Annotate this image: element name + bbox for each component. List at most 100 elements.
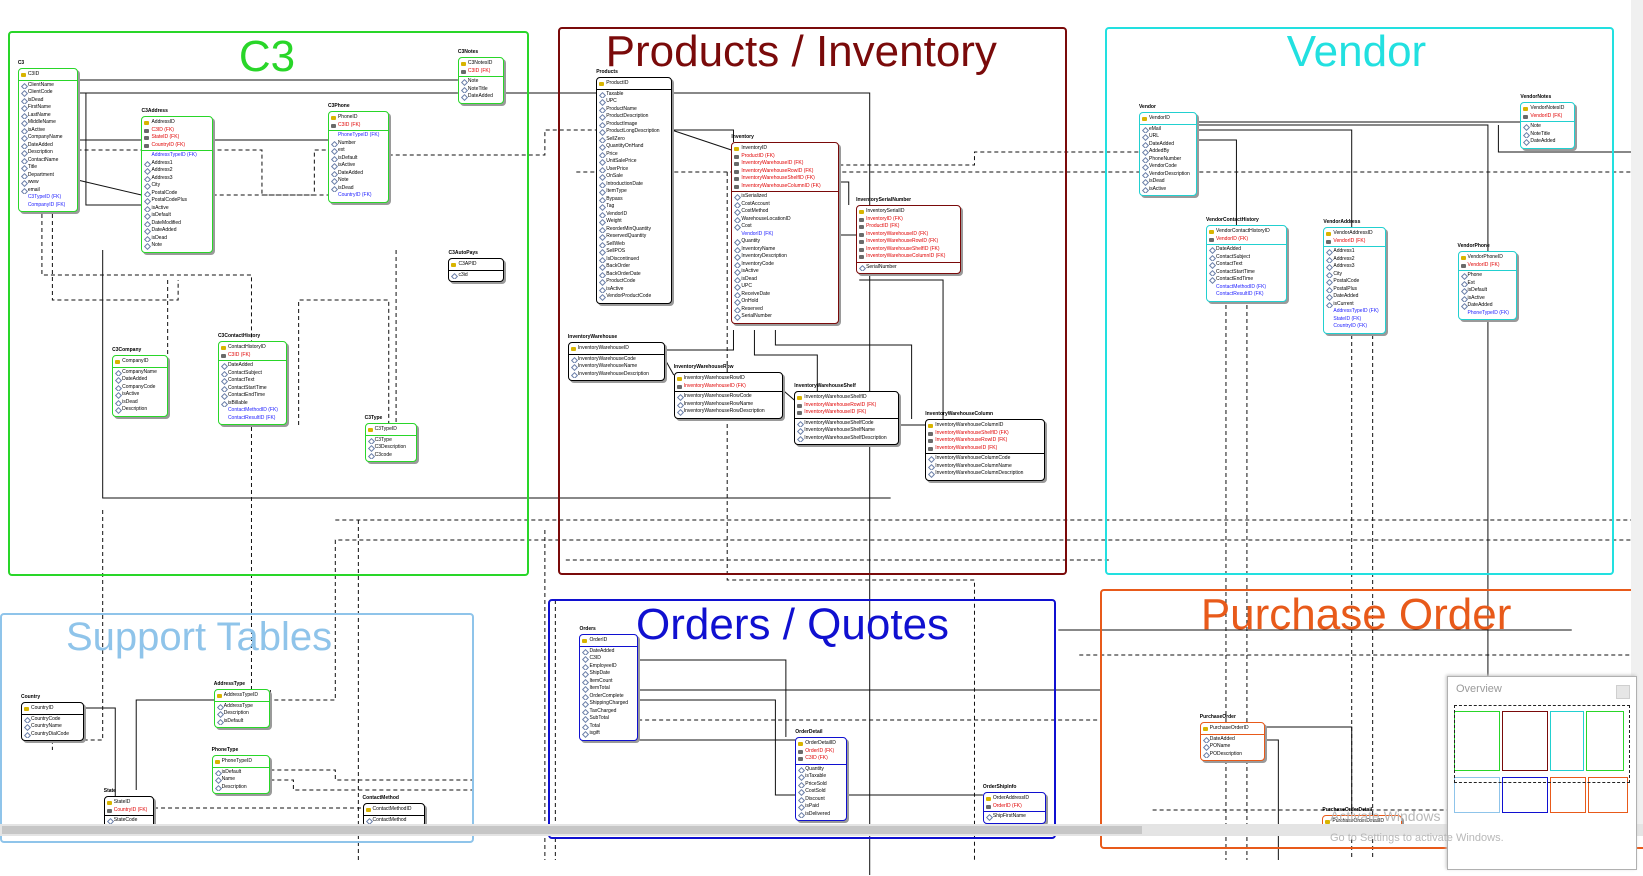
column-row[interactable]: InventoryWarehouseRowID (FK) (795, 402, 898, 410)
column-row[interactable]: Address1 (1324, 248, 1385, 256)
column-row[interactable]: ReorderMinQuantity (597, 226, 670, 233)
column-row[interactable]: AddressType (215, 703, 270, 710)
column-row[interactable]: isActive (142, 205, 211, 212)
relationship-line[interactable] (83, 707, 116, 796)
relationship-line[interactable] (270, 779, 474, 791)
column-row[interactable]: InventoryWarehouseRowID (FK) (857, 238, 960, 246)
column-row[interactable]: EmployeeID (580, 663, 637, 670)
column-row[interactable]: InventoryWarehouseColumnID (926, 422, 1043, 430)
column-row[interactable]: VendorID (FK) (1207, 236, 1286, 244)
column-row[interactable]: ContactMethodID (FK) (1207, 284, 1286, 292)
column-row[interactable]: InventoryWarehouseColumnName (926, 463, 1043, 470)
column-row[interactable]: InventoryID (FK) (857, 216, 960, 224)
column-row[interactable]: Name (213, 776, 270, 784)
column-row[interactable]: C3TypeID (FK) (19, 194, 77, 202)
column-row[interactable]: CompanyName (19, 134, 77, 142)
column-row[interactable]: AddressTypeID (FK) (142, 152, 211, 160)
relationship-line[interactable] (664, 359, 675, 376)
column-row[interactable]: AddressTypeID (215, 692, 270, 700)
column-row[interactable]: DateAdded (580, 648, 637, 655)
column-row[interactable]: CompanyID (113, 358, 167, 366)
column-row[interactable]: ContactMethodID (364, 806, 425, 814)
column-row[interactable]: ProductName (597, 106, 670, 113)
relationship-line[interactable] (1264, 739, 1279, 860)
column-row[interactable]: isDead (329, 185, 388, 192)
relationship-line[interactable] (1497, 125, 1643, 153)
subject-area-vendor[interactable] (1105, 27, 1614, 575)
relationship-line[interactable] (1196, 139, 1237, 225)
column-row[interactable]: ClientCode (19, 89, 77, 97)
column-row[interactable]: InventorySerialID (857, 208, 960, 216)
column-row[interactable]: C3ID (FK) (142, 127, 211, 135)
column-row[interactable]: AddressTypeID (FK) (1324, 308, 1385, 316)
column-row[interactable]: ProductID (597, 80, 670, 88)
column-row[interactable]: InventoryWarehouseRowName (675, 401, 782, 408)
relationship-line[interactable] (85, 93, 142, 206)
column-row[interactable]: VendorContactHistoryID (1207, 228, 1286, 236)
column-row[interactable]: c3id (449, 272, 503, 279)
relationship-line[interactable] (51, 200, 179, 301)
column-row[interactable]: PhoneTypeID (FK) (1459, 310, 1517, 318)
column-row[interactable]: DateAdded (1140, 141, 1196, 148)
column-row[interactable]: isDead (113, 399, 167, 406)
column-row[interactable]: Total (580, 723, 637, 730)
column-row[interactable]: email (19, 187, 77, 194)
column-row[interactable]: ProductID (FK) (732, 153, 838, 161)
column-row[interactable]: BackOrderDate (597, 271, 670, 278)
column-row[interactable]: Cost (732, 223, 838, 231)
column-row[interactable]: City (1324, 271, 1385, 278)
column-row[interactable]: VendorPhoneID (1459, 254, 1517, 262)
column-row[interactable]: Quantity (732, 238, 838, 246)
column-row[interactable]: VendorAddressID (1324, 230, 1385, 238)
column-row[interactable]: isDelivered (796, 811, 845, 818)
column-row[interactable]: InventoryWarehouseID (FK) (857, 231, 960, 239)
column-row[interactable]: Description (215, 710, 270, 718)
column-row[interactable]: isActive (597, 286, 670, 293)
relationship-line[interactable] (212, 149, 328, 196)
column-row[interactable]: Note (1521, 123, 1573, 131)
overview-viewport[interactable] (1454, 705, 1630, 783)
column-row[interactable]: InventoryWarehouseID (FK) (675, 383, 782, 391)
column-row[interactable]: PostalCode (142, 190, 211, 197)
column-row[interactable]: C3TypeID (366, 426, 416, 434)
subject-area-orders-quotes[interactable] (548, 599, 1057, 839)
column-row[interactable]: PODescription (1201, 751, 1264, 758)
column-row[interactable]: InventoryWarehouseRowID (FK) (732, 168, 838, 176)
relationship-line[interactable] (1264, 726, 1353, 815)
column-row[interactable]: C3ID (FK) (796, 755, 845, 763)
column-row[interactable]: Taxable (597, 91, 670, 98)
column-row[interactable]: Description (213, 784, 270, 791)
column-row[interactable]: MiddleName (19, 119, 77, 127)
column-row[interactable]: InventoryName (732, 246, 838, 253)
column-row[interactable]: InventoryWarehouseColumnDescription (926, 470, 1043, 478)
column-row[interactable]: StateCode (105, 817, 153, 825)
column-row[interactable]: InventoryWarehouseShelfName (795, 427, 898, 435)
column-row[interactable]: ContactStartTime (1207, 269, 1286, 276)
column-row[interactable]: CostSold (796, 788, 845, 796)
entity-box[interactable]: InventoryWarehouseColumnID InventoryWareh… (925, 419, 1045, 481)
column-row[interactable]: DateAdded (459, 93, 503, 101)
column-row[interactable]: OnSale (597, 173, 670, 181)
column-row[interactable]: PhoneID (329, 114, 388, 122)
